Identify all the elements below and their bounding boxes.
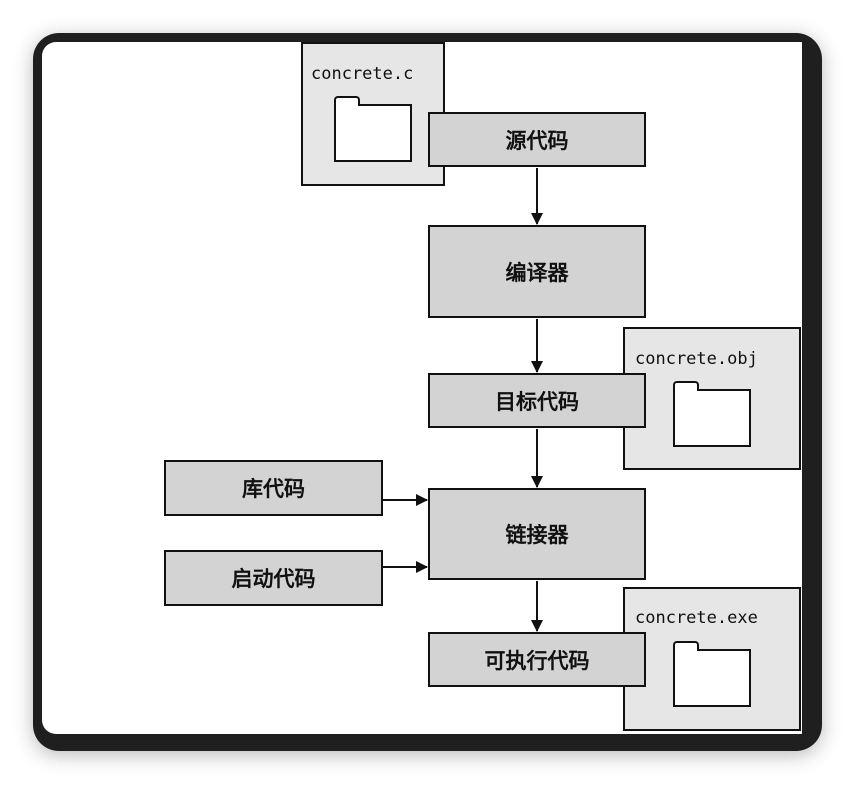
source-document: concrete.c: [301, 42, 445, 186]
object-filename: concrete.obj: [635, 349, 758, 369]
source-filename: concrete.c: [311, 64, 414, 84]
diagram-canvas: concrete.c concrete.obj concrete.exe 源代码…: [42, 42, 802, 734]
source-code-label: 源代码: [428, 112, 646, 167]
executable-document: concrete.exe: [623, 587, 801, 731]
library-code-label: 库代码: [164, 460, 383, 516]
compiler-box: 编译器: [428, 225, 646, 318]
executable-code-label: 可执行代码: [428, 632, 646, 687]
folder-icon: [334, 96, 412, 162]
linker-box: 链接器: [428, 488, 646, 580]
startup-code-label: 启动代码: [164, 550, 383, 606]
executable-filename: concrete.exe: [635, 608, 758, 628]
object-code-label: 目标代码: [428, 373, 646, 428]
folder-icon: [673, 381, 751, 447]
folder-icon: [673, 641, 751, 707]
object-document: concrete.obj: [623, 327, 801, 470]
